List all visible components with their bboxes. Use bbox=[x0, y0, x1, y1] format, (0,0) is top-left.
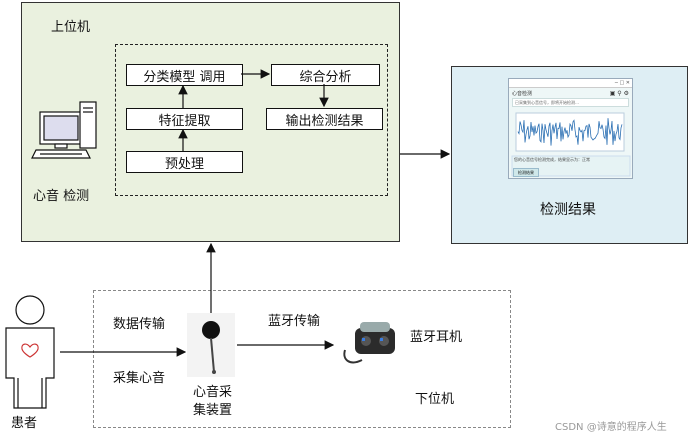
feature-extraction-box: 特征提取 bbox=[126, 108, 243, 130]
heart-sound-detection-label: 心音 检测 bbox=[33, 189, 90, 204]
combined-analysis-box: 综合分析 bbox=[271, 64, 380, 86]
watermark: CSDN @诗意的程序人生 bbox=[555, 422, 667, 433]
device-label-line1: 心音采 bbox=[193, 385, 233, 400]
detection-info-text: 您的心音信号检测完成，结果显示为：正常 bbox=[514, 157, 590, 162]
window-toolbar-icons: ▣ ⚲ ⚙ bbox=[609, 89, 629, 97]
bluetooth-earphone-icon bbox=[343, 322, 395, 364]
status-field: 已采集到心音信号，即将开始检测… bbox=[512, 98, 629, 107]
detect-result-button[interactable]: 检测结果 bbox=[513, 168, 539, 177]
bluetooth-transfer-label: 蓝牙传输 bbox=[268, 314, 321, 329]
lower-machine-panel bbox=[93, 290, 511, 428]
window-titlebar: ─ □ ✕ bbox=[509, 79, 632, 88]
waveform-plot bbox=[515, 112, 625, 152]
window-controls-icon: ─ □ ✕ bbox=[614, 80, 630, 86]
output-result-box: 输出检测结果 bbox=[266, 108, 383, 130]
patient-icon bbox=[5, 295, 55, 409]
result-panel-label: 检测结果 bbox=[540, 202, 596, 218]
device-label-line2: 集装置 bbox=[193, 403, 233, 418]
window-title: 心音检测 bbox=[512, 90, 533, 97]
computer-icon bbox=[31, 101, 97, 159]
lower-machine-label: 下位机 bbox=[415, 392, 455, 407]
collect-heart-sound-label: 采集心音 bbox=[113, 371, 166, 386]
window-header: 心音检测 ▣ ⚲ ⚙ bbox=[509, 88, 632, 98]
bluetooth-earphone-label: 蓝牙耳机 bbox=[410, 330, 463, 345]
sensor-device-icon bbox=[187, 313, 235, 377]
processing-group bbox=[115, 44, 388, 196]
preprocess-box: 预处理 bbox=[126, 151, 243, 173]
upper-machine-title: 上位机 bbox=[51, 20, 91, 35]
info-area bbox=[511, 155, 631, 177]
patient-label: 患者 bbox=[11, 416, 38, 431]
data-transfer-label: 数据传输 bbox=[113, 317, 166, 332]
